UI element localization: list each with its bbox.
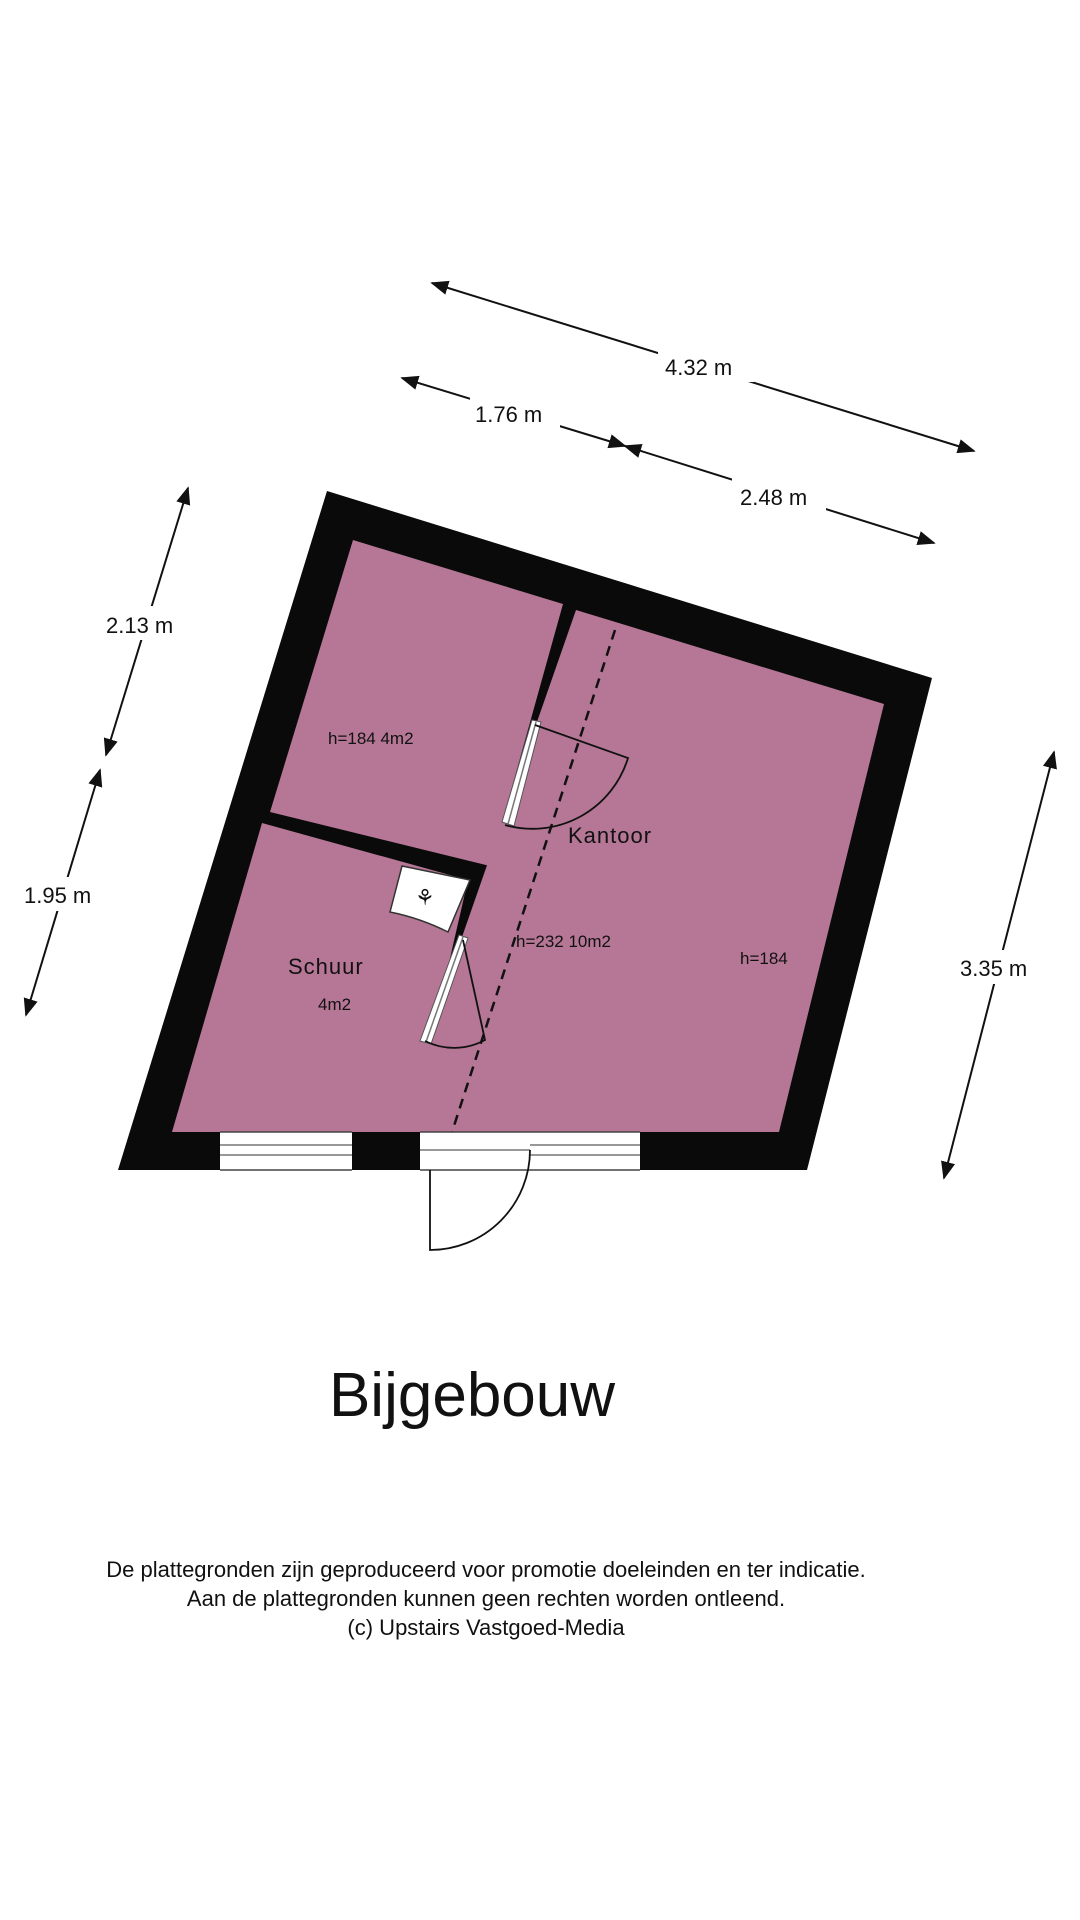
kantoor-height-low: h=184: [740, 949, 788, 968]
disclaimer-line-3: (c) Upstairs Vastgoed-Media: [347, 1615, 625, 1640]
dim-top-left: 1.76 m: [475, 402, 542, 427]
schuur-name: Schuur: [288, 954, 364, 979]
boiler-icon: ⚘: [389, 865, 472, 934]
dim-left-upper: 2.13 m: [106, 613, 173, 638]
door-swing-icon: [504, 724, 630, 830]
door-top-room: [501, 719, 630, 830]
window-kantoor: [420, 1131, 640, 1251]
floor-kantoor: [394, 610, 884, 1132]
disclaimer-line-2: Aan de plattegronden kunnen geen rechten…: [186, 1586, 786, 1611]
kantoor-name: Kantoor: [568, 823, 652, 848]
svg-text:⚘: ⚘: [415, 886, 435, 911]
schuur-area: 4m2: [318, 995, 351, 1014]
dim-left-lower: 1.95 m: [24, 883, 91, 908]
door-swing-icon: [429, 1149, 531, 1251]
dim-right: 3.35 m: [960, 956, 1027, 981]
disclaimer: De plattegronden zijn geproduceerd voor …: [0, 1555, 972, 1642]
door-schuur: [419, 934, 487, 1049]
floor-top-room: [270, 540, 563, 866]
disclaimer-line-1: De plattegronden zijn geproduceerd voor …: [106, 1557, 866, 1582]
kantoor-height-area: h=232 10m2: [516, 932, 611, 951]
top-room-label: h=184 4m2: [328, 729, 414, 748]
door-swing-icon: [424, 939, 487, 1049]
dim-top-total: 4.32 m: [665, 355, 732, 380]
ceiling-height-line: [450, 629, 617, 1133]
plan-title: Bijgebouw: [328, 1361, 616, 1430]
window-schuur: [220, 1131, 352, 1172]
dim-top-right: 2.48 m: [740, 485, 807, 510]
